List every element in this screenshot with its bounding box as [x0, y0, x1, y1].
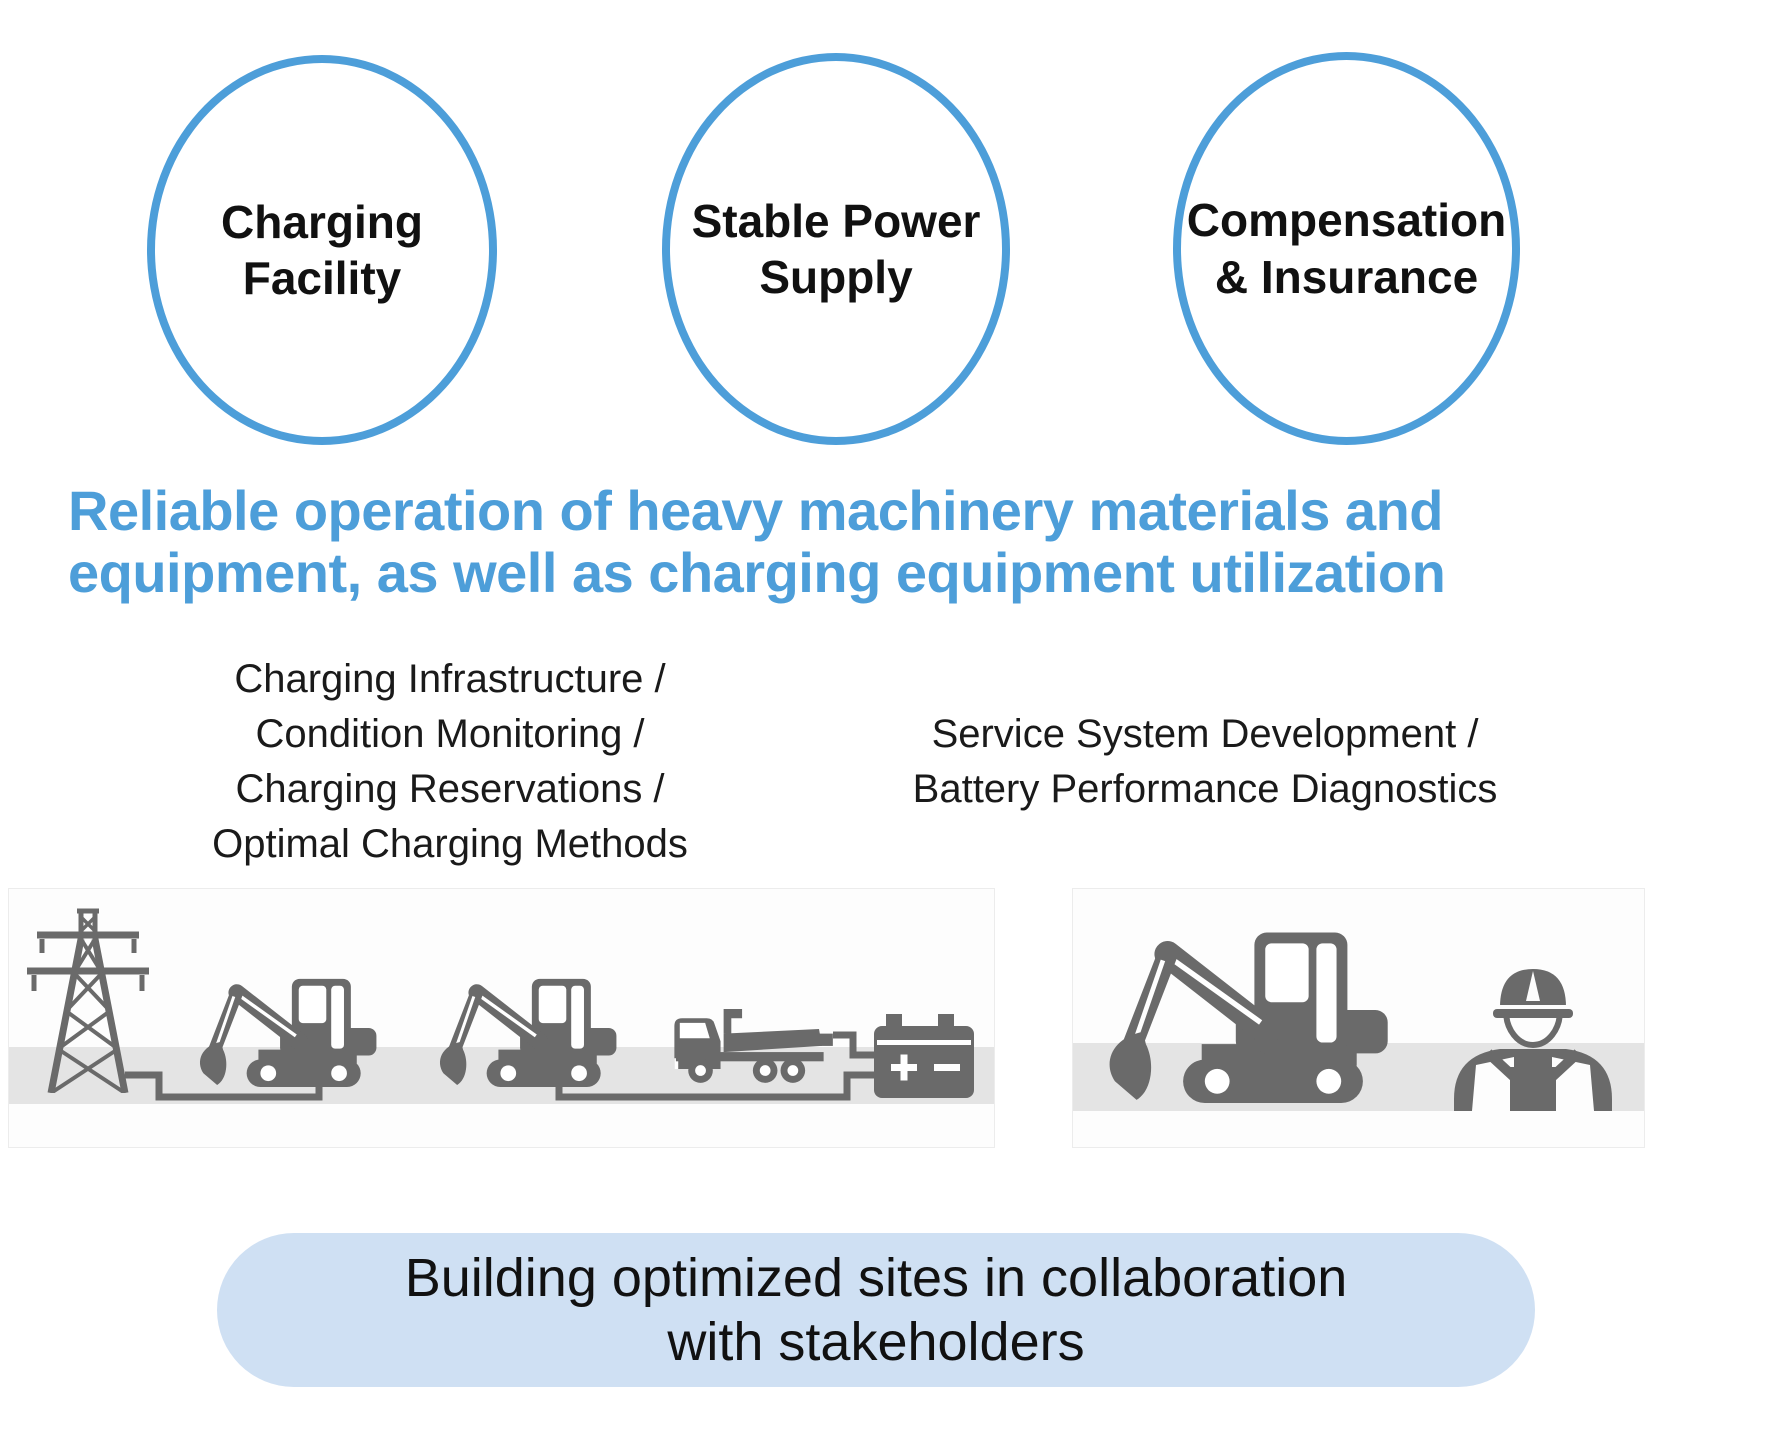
mini-excavator-icon: [184, 969, 384, 1087]
circle-label-line: & Insurance: [1214, 250, 1479, 303]
circle-charging-facility: Charging Facility: [147, 55, 497, 445]
battery-icon: [874, 1014, 974, 1098]
circle-stable-power-supply: Stable Power Supply: [662, 53, 1010, 445]
footer-banner: Building optimized sites in collaboratio…: [217, 1233, 1535, 1387]
description-line: Service System Development /: [931, 712, 1479, 756]
description-line: Optimal Charging Methods: [212, 822, 688, 866]
headline-line: Reliable operation of heavy machinery ma…: [68, 479, 1444, 542]
description-line: Condition Monitoring /: [255, 712, 645, 756]
footer-line: with stakeholders: [667, 1312, 1085, 1372]
headline: Reliable operation of heavy machinery ma…: [68, 480, 1728, 604]
description-line: Battery Performance Diagnostics: [912, 767, 1498, 811]
circle-compensation-insurance: Compensation & Insurance: [1173, 52, 1520, 445]
dump-truck-icon: [674, 1009, 833, 1083]
transmission-tower-icon: [27, 908, 149, 1093]
illustration-service-diagnostics: [1072, 888, 1645, 1148]
mini-excavator-icon: [1087, 917, 1397, 1103]
description-service-system: Service System Development / Battery Per…: [880, 707, 1530, 817]
description-line: Charging Reservations /: [235, 767, 665, 811]
illustration-charging-site: [8, 888, 995, 1148]
circle-label-line: Supply: [759, 251, 913, 303]
description-charging-services: Charging Infrastructure / Condition Moni…: [170, 652, 730, 872]
mini-excavator-icon: [424, 969, 624, 1087]
description-line: Charging Infrastructure /: [234, 657, 666, 701]
circle-label-line: Facility: [242, 252, 402, 304]
footer-line: Building optimized sites in collaboratio…: [404, 1248, 1348, 1308]
circle-charging-facility-label: Charging Facility: [221, 194, 423, 306]
circle-compensation-insurance-label: Compensation & Insurance: [1187, 192, 1506, 304]
construction-worker-icon: [1454, 969, 1612, 1111]
circle-stable-power-supply-label: Stable Power Supply: [692, 193, 981, 305]
circle-label-line: Charging: [221, 195, 423, 248]
charging-cables: [125, 1031, 881, 1101]
headline-line: equipment, as well as charging equipment…: [68, 541, 1446, 604]
circle-label-line: Compensation: [1186, 194, 1507, 247]
circle-label-line: Stable Power: [691, 194, 981, 247]
